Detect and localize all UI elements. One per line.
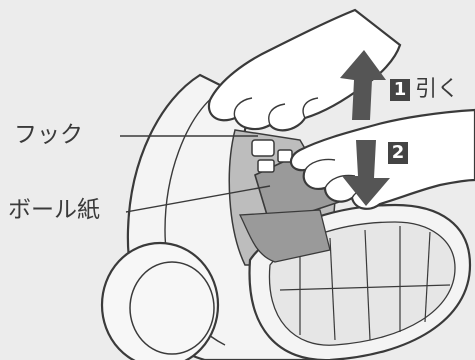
upper-hand-fingers	[233, 97, 319, 126]
step-1-number: 1	[390, 79, 410, 101]
arrow-up-icon	[340, 50, 386, 120]
paper-bag-label: ボール紙	[8, 197, 100, 223]
paper-bag-leader-line	[125, 185, 271, 213]
lower-hand	[289, 108, 475, 210]
step-1-text: 引く	[415, 77, 460, 102]
hook	[251, 139, 293, 173]
hook-label: フック	[14, 122, 83, 148]
step-2-number: 2	[388, 142, 408, 164]
paper-bag-lower	[238, 209, 331, 263]
arrow-down-icon	[342, 140, 390, 206]
vacuum-wheel-hub	[129, 261, 215, 355]
step-2: 2	[388, 142, 413, 164]
step-1: 1 引く	[390, 79, 459, 101]
lid-ribs	[279, 226, 451, 341]
vacuum-wheel	[100, 241, 220, 360]
